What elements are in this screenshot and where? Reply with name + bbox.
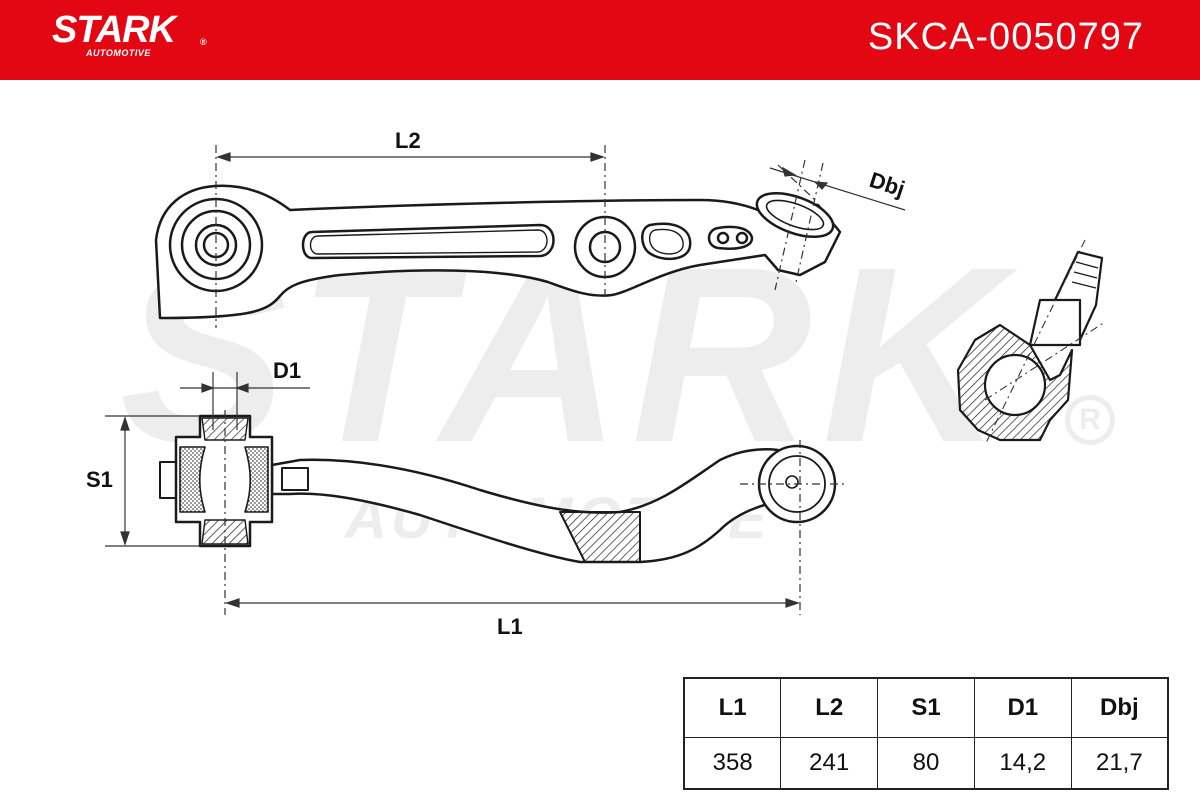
dbj-arrow-b [813, 181, 829, 190]
dbj-ext-b [774, 159, 806, 291]
arm-small-hole-b [735, 231, 749, 245]
l1-arrow-right [785, 598, 800, 608]
specs-header-d1: D1 [973, 677, 1072, 738]
specs-value-l2: 241 [780, 737, 879, 790]
control-arm-top-view [154, 184, 842, 320]
arm-oval-hole-inner [648, 228, 684, 255]
specs-table: L1 L2 S1 D1 Dbj 358 241 80 14,2 21,7 [683, 677, 1169, 790]
ball-joint-axis [984, 239, 1086, 446]
d1-arrow-left [201, 383, 215, 393]
arm-top-slot-inner [309, 229, 548, 255]
specs-value-l1: 358 [683, 737, 782, 790]
brand-subtitle: AUTOMOTIVE [86, 48, 151, 58]
dbj-label: Dbj [866, 167, 907, 202]
header-bar: STARK AUTOMOTIVE ® SKCA-0050797 [0, 0, 1200, 80]
arm-side-body [270, 448, 792, 564]
control-arm-side-view [159, 414, 837, 564]
ball-joint-taper [1028, 298, 1082, 347]
s1-label: S1 [86, 467, 113, 492]
specs-value-s1: 80 [877, 737, 975, 790]
d1-arrow-right [235, 383, 249, 393]
ball-joint-thread [1071, 261, 1099, 289]
specs-header-dbj: Dbj [1070, 677, 1169, 738]
dbj-ext-a [777, 164, 816, 201]
bushing-rubber-right [244, 446, 269, 513]
bushing-rubber-left [179, 446, 206, 513]
registered-mark: ® [200, 37, 207, 47]
s1-arrow-top [120, 416, 130, 431]
s1-arrow-bottom [120, 531, 130, 546]
arm-side-neck [281, 467, 309, 491]
ball-joint-cross-axis [984, 321, 1106, 401]
specs-header-row: L1 L2 S1 D1 Dbj [683, 677, 1169, 738]
ball-joint-detail [956, 239, 1106, 446]
arm-small-hole-a [716, 231, 730, 245]
specs-header-l1: L1 [683, 677, 782, 738]
part-number: SKCA-0050797 [867, 16, 1144, 58]
arm-side-pocket [559, 511, 641, 563]
l2-label: L2 [395, 128, 421, 153]
specs-header-l2: L2 [780, 677, 879, 738]
l1-arrow-left [225, 598, 240, 608]
l2-arrow-right [590, 152, 605, 162]
side-view-dimensions [105, 372, 845, 615]
brand-name: STARK [52, 9, 176, 51]
d1-label: D1 [273, 358, 301, 383]
l1-label: L1 [497, 614, 523, 639]
specs-value-row: 358 241 80 14,2 21,7 [683, 737, 1169, 790]
brand-logo: STARK AUTOMOTIVE ® [52, 9, 207, 58]
dbj-arrow-a [782, 166, 797, 177]
specs-header-s1: S1 [877, 677, 975, 738]
l2-arrow-left [216, 152, 231, 162]
ball-joint-eye-inner [785, 475, 799, 489]
specs-value-d1: 14,2 [973, 737, 1072, 790]
specs-value-dbj: 21,7 [1070, 737, 1169, 790]
top-view-dimensions [215, 145, 906, 328]
ball-joint-ball [983, 353, 1047, 417]
